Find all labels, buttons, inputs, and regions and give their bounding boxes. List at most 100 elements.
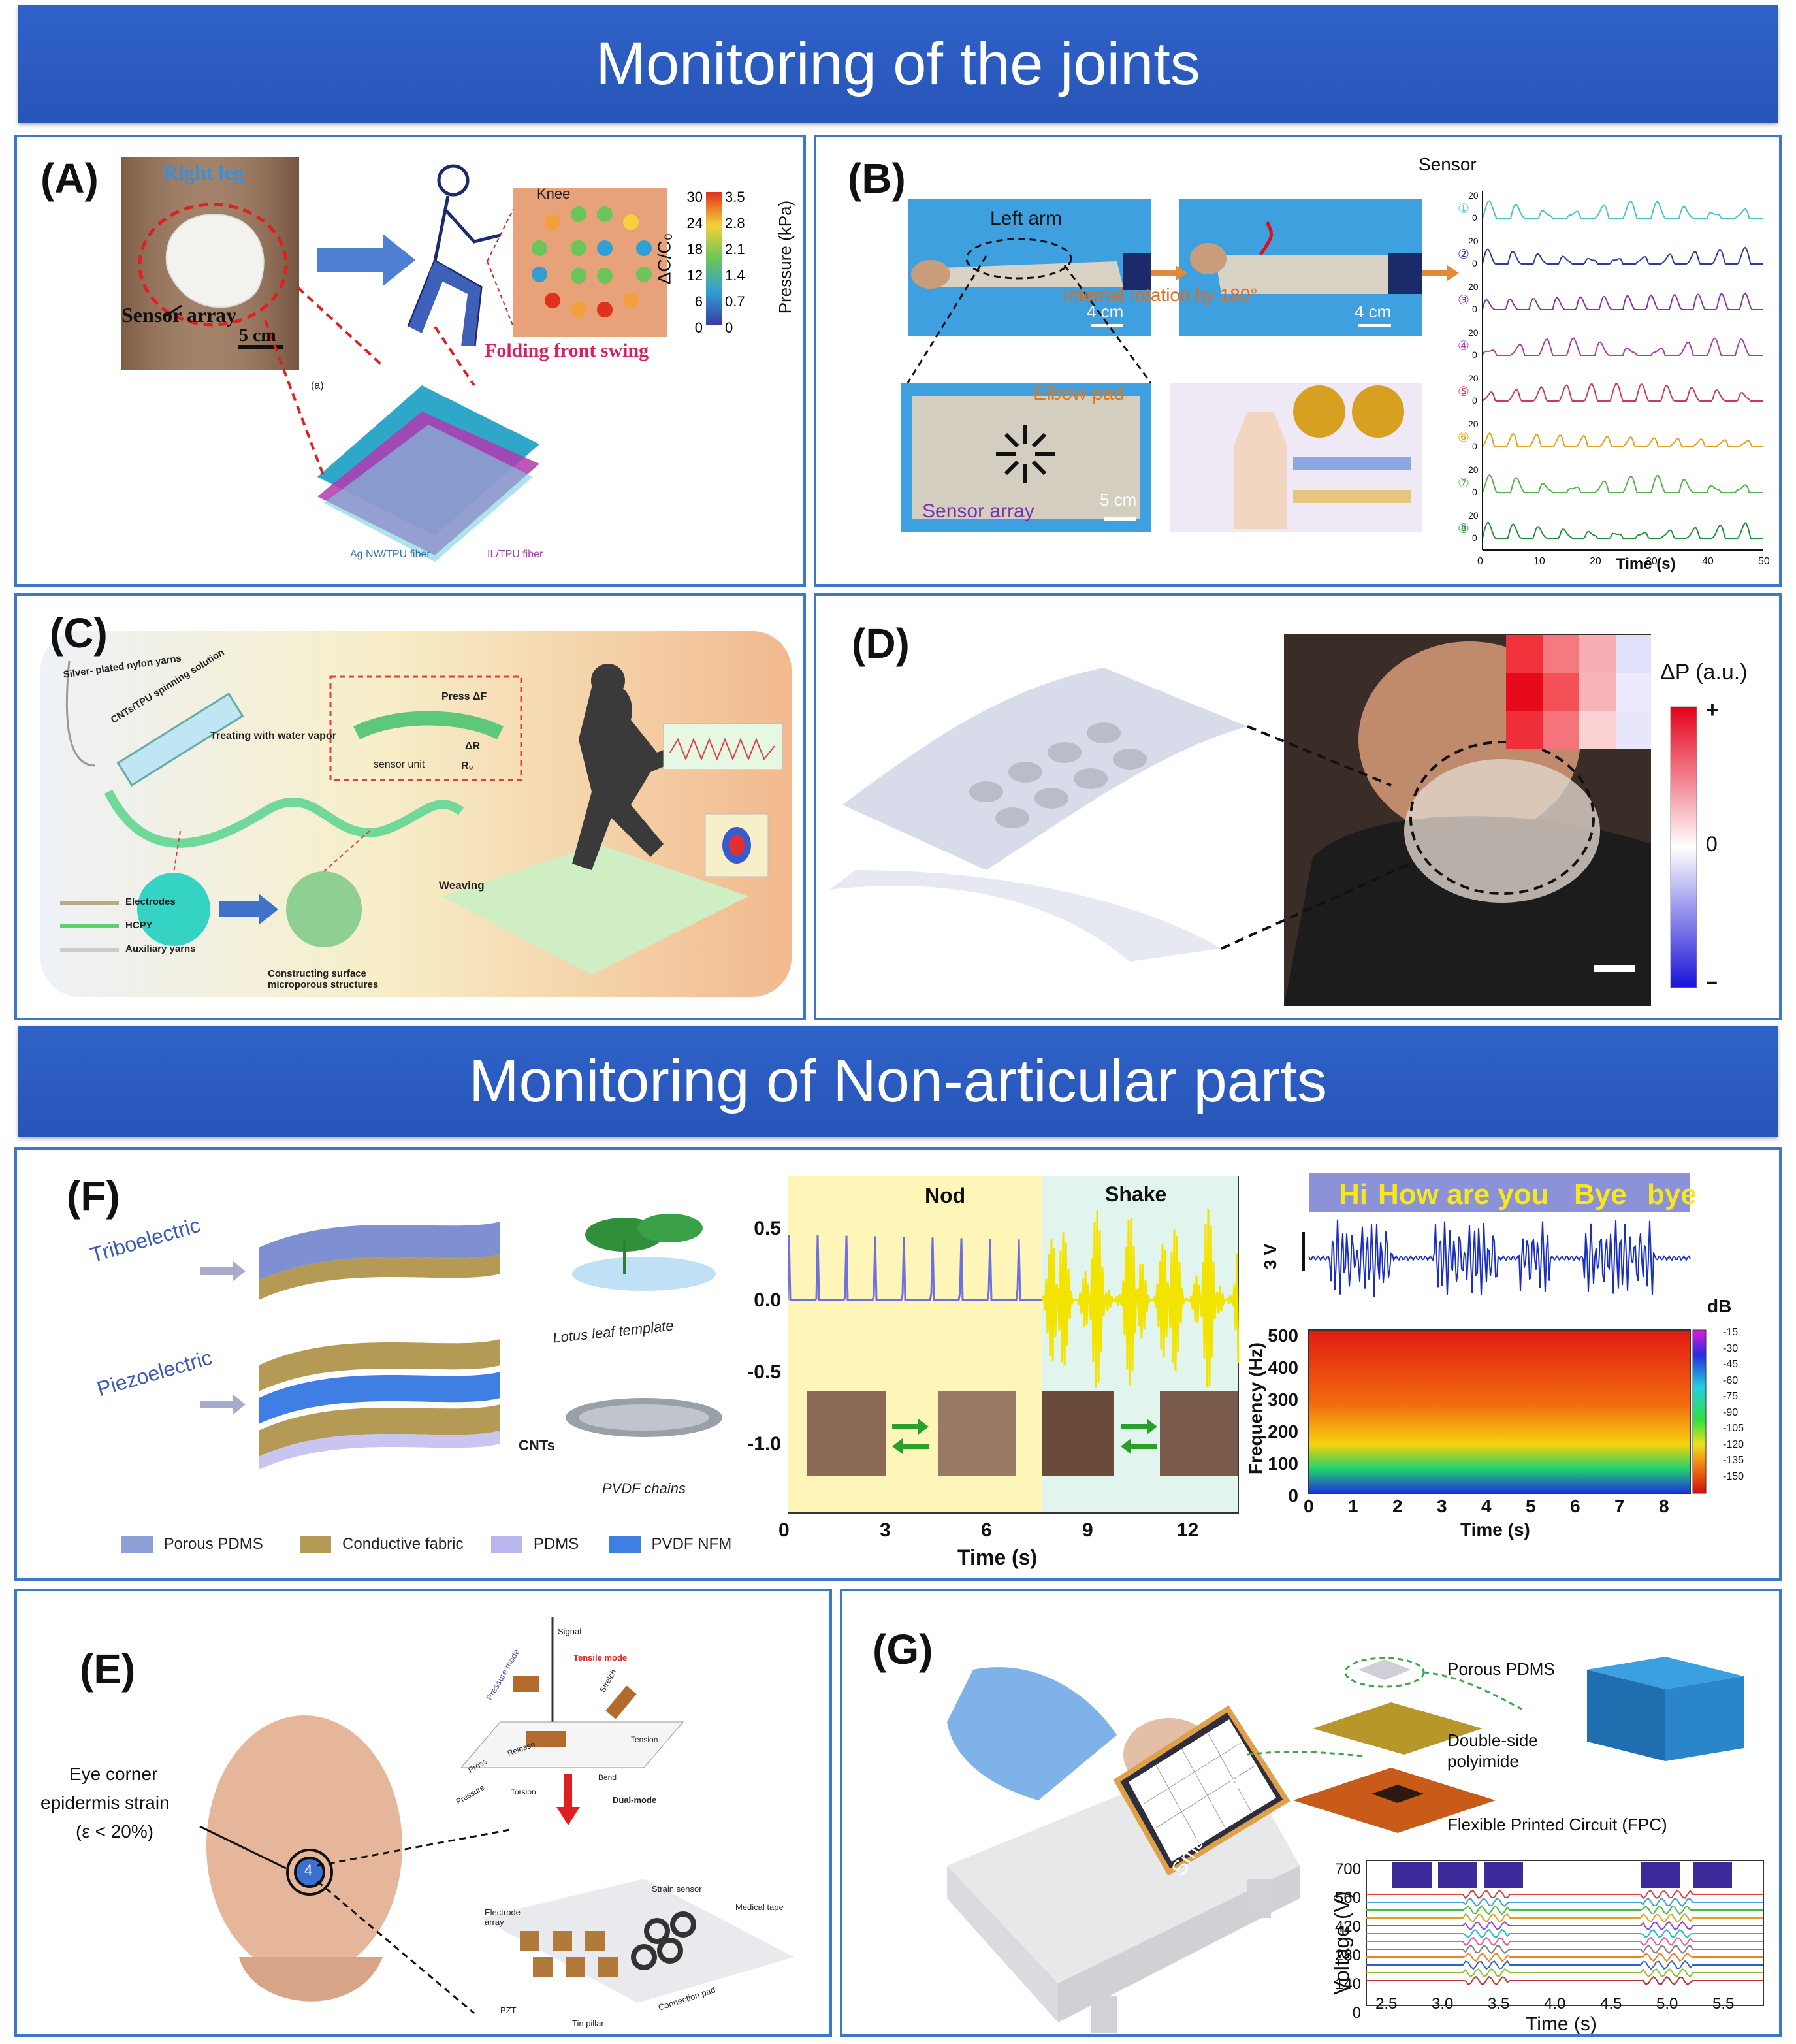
panel-a-cbar-right-ticks: 3.5 2.8 2.1 1.4 0.7 0 [725,184,764,341]
thumbnail [1484,1862,1523,1888]
polyimide-layer [1313,1702,1483,1755]
x-tick: 40 [1702,556,1714,567]
panel-a-fiber-legend-1: Ag NW/TPU fiber [350,549,430,560]
freq-tick: 500 [1268,1325,1298,1346]
panel-c-constructing: Constructing surface microporous structu… [268,968,379,990]
panel-a-folding: Folding front swing [485,340,649,361]
panel-c-press: Press ΔF [441,691,487,702]
woven-fabric [441,844,748,975]
banner-non-articular: Monitoring of Non-articular parts [18,1026,1778,1137]
panel-f-x-ticks-2: 0 1 2 3 4 5 6 7 8 [1304,1496,1669,1522]
channel-tick: 0 [1472,258,1477,268]
channel-tick: 0 [1472,441,1477,451]
delta-p-colorbar [1670,706,1697,988]
spectrogram [1309,1330,1690,1493]
person-illustration [947,1667,1117,1800]
channel-tick: 0 [1472,487,1477,497]
panel-f-db: dB [1707,1296,1732,1316]
db-tick: -105 [1723,1423,1744,1434]
db-tick: -150 [1723,1470,1744,1482]
channel-tick: 0 [1472,349,1477,360]
eye-marker [294,1857,325,1888]
panel-a-right-leg: Right leg [163,161,244,184]
channel-trace [1482,383,1763,402]
panel-c-auxiliary: Auxiliary yarns [125,943,196,954]
panel-a-scale: 5 cm [239,325,276,346]
db-tick: -30 [1723,1342,1739,1354]
panel-b-scale-1: 4 cm [1087,302,1124,321]
panel-c-electrodes: Electrodes [125,896,176,907]
knee-map [513,188,667,337]
panel-f-pvdf: PVDF chains [602,1480,686,1497]
panel-a-illustration [121,157,722,562]
voltage-trace [1366,1897,1763,1907]
sensor-sheet-bottom [829,870,1221,962]
x-tick: 3 [1437,1496,1447,1516]
freq-tick: 0 [1288,1485,1298,1506]
x-tick: 0 [778,1519,790,1541]
channel-label: ⑧ [1458,521,1469,536]
speech-word: Hi [1339,1178,1368,1210]
channel-tick: 20 [1468,510,1479,521]
channel-tick: 20 [1468,464,1479,475]
speech-word: How are you [1378,1178,1549,1210]
panel-b-sensor-array: Sensor array [922,500,1034,522]
x-tick: 7 [1614,1496,1625,1516]
panel-d-minus: – [1706,969,1718,993]
channel-trace [1482,200,1763,219]
y-tick: -1.0 [747,1433,781,1455]
y-tick: 0 [1352,2004,1361,2022]
panel-g: (G) Smart Pillow Porous PDMS Double-side… [840,1589,1782,2037]
panel-a-cbar-right-title: Pressure (kPa) [775,200,795,314]
channel-tick: 0 [1472,212,1477,223]
legend-porous-pdms: Porous PDMS [163,1535,263,1553]
panel-f-nod-shake-chart [788,1176,1240,1514]
x-tick: 50 [1758,556,1770,567]
panel-b-elbow-pad: Elbow pad [1033,383,1125,404]
piezo-layer-2 [259,1372,500,1424]
x-tick: 12 [1177,1519,1199,1541]
panel-e-torsion: Torsion [511,1787,536,1796]
cbar-left-tick: 24 [686,215,703,231]
panel-e-tensile: Tensile mode [573,1653,628,1663]
voltage-trace [1366,1905,1763,1915]
channel-tick: 0 [1472,304,1477,314]
x-tick: 4.5 [1600,1995,1622,2013]
panel-f-nod: Nod [925,1184,966,1207]
panel-a-fiber-legend-2: IL/TPU fiber [487,549,543,560]
x-tick: 10 [1533,556,1545,567]
x-tick: 3.0 [1432,1995,1454,2013]
x-tick: 30 [1646,556,1658,567]
legend-pdms: PDMS [533,1535,579,1553]
panel-e-medical-tape: Medical tape [735,1902,784,1912]
panel-b-scale-3: 5 cm [1100,490,1137,510]
speech-waveform [1308,1219,1691,1297]
panel-f-x-label-1: Time (s) [957,1546,1038,1569]
db-tick: -60 [1723,1374,1739,1386]
panel-c-illustration [40,631,792,997]
signal-box [663,723,783,770]
panel-c-hcpy: HCPY [125,920,153,931]
panel-c: (C) Silver- plated nylon yarns CNTs/TPU … [14,593,806,1020]
x-tick: 3 [880,1519,891,1541]
panel-e-badge: 4 [304,1862,313,1878]
panel-d: (D) [814,593,1782,1020]
thumbnail [1641,1862,1680,1888]
y-tick: 560 [1334,1889,1361,1907]
head-illustration [206,1715,402,1977]
x-tick: 6 [981,1519,992,1541]
electrode-spokes [996,425,1055,483]
freq-tick: 100 [1268,1453,1298,1474]
panel-c-weaving: Weaving [439,879,485,892]
legend-swatch-pvdf-nfm [609,1536,641,1553]
arrow-right-icon [1121,1419,1157,1435]
panel-a-label: (A) [40,155,99,202]
channel-trace [1482,432,1763,447]
y-tick: 0.0 [754,1290,781,1311]
banner-non-articular-title: Monitoring of Non-articular parts [468,1048,1328,1114]
panel-b-label: (B) [848,155,906,202]
panel-b-left-arm: Left arm [990,208,1063,229]
panel-e-signal: Signal [558,1627,582,1636]
y-tick: 280 [1334,1947,1361,1964]
electrode-pads [520,1931,618,1977]
